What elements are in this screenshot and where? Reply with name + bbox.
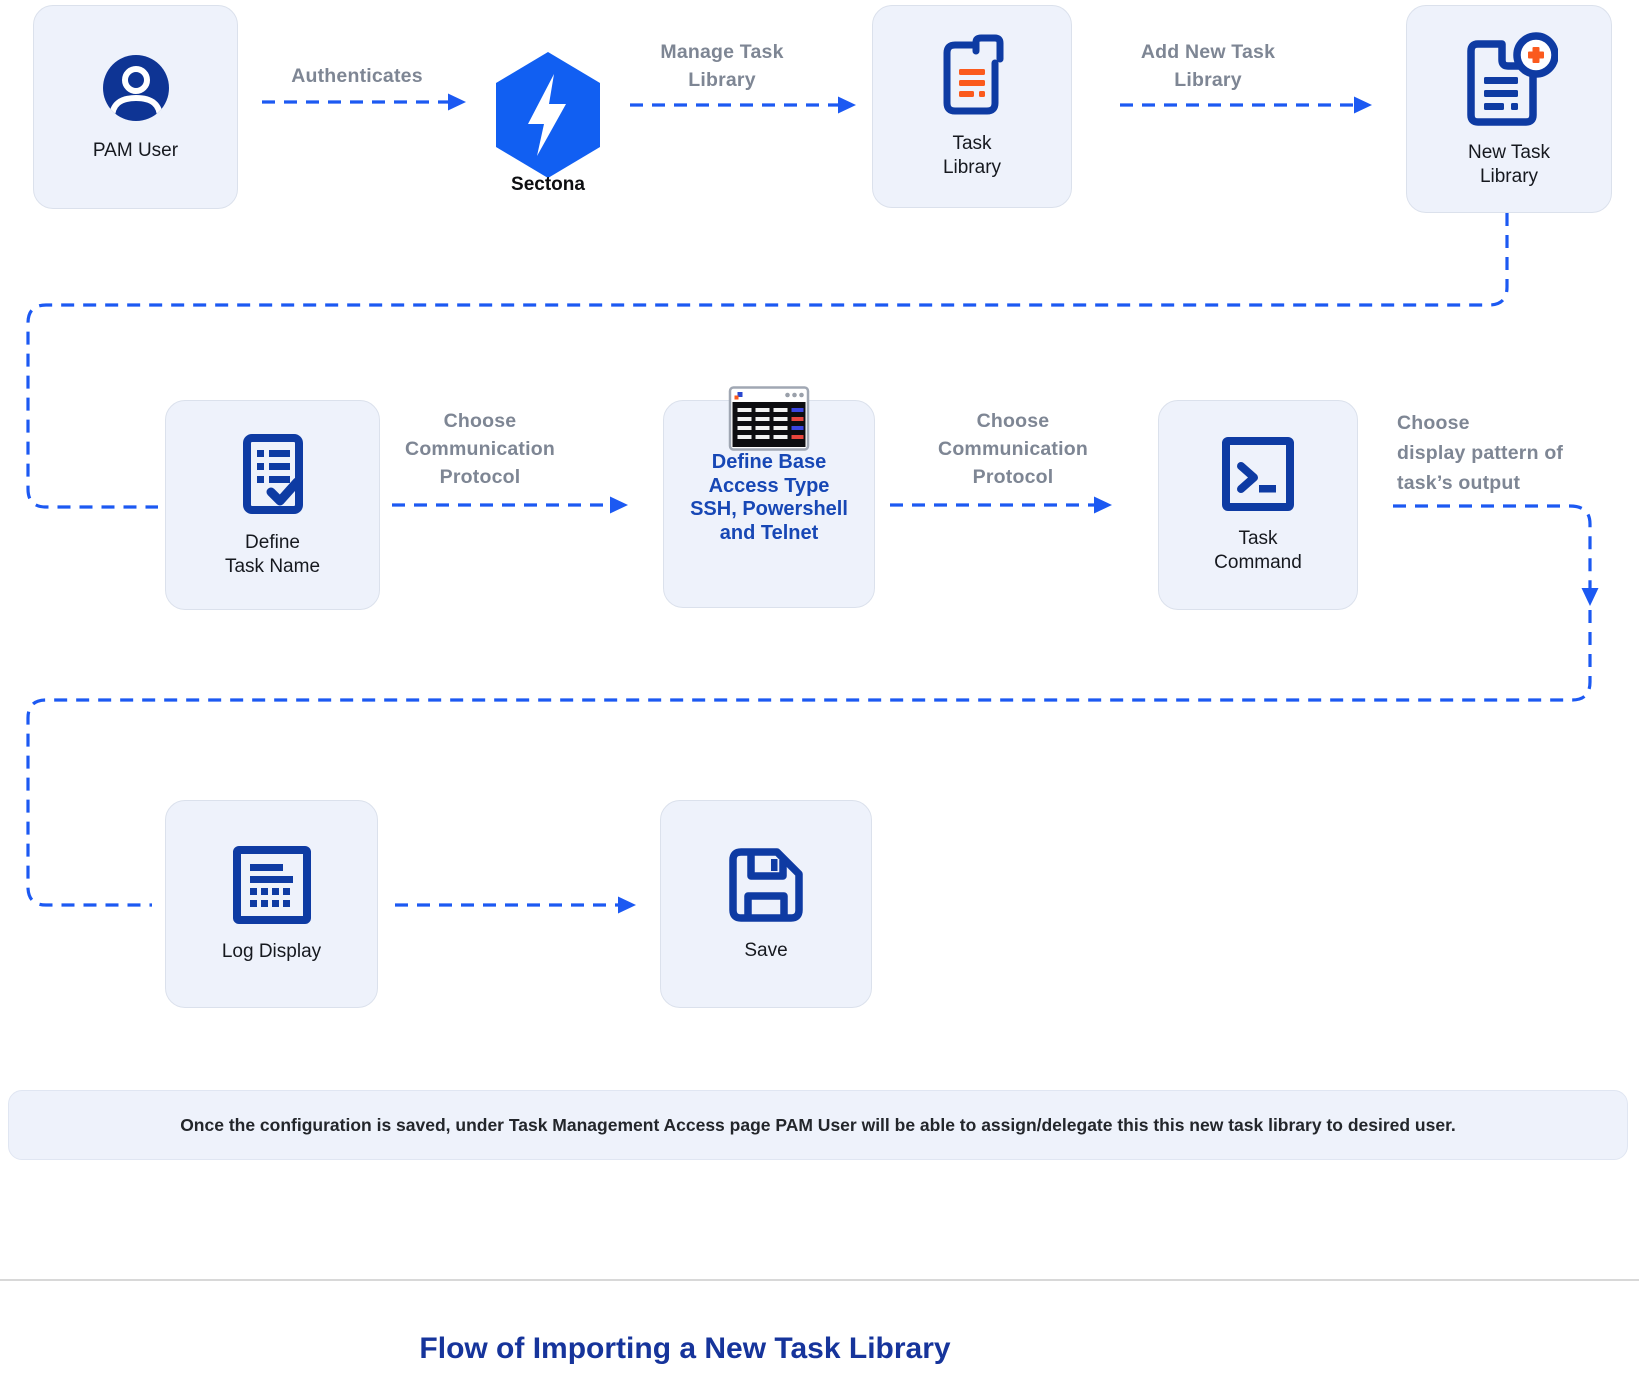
user-icon <box>102 54 169 121</box>
terminal-window-icon <box>728 386 810 451</box>
edge-label-add-new-task-library: Add New Task Library <box>1140 41 1276 91</box>
node-label: Define Base Access Type SSH, Powershell … <box>690 451 848 544</box>
note-banner: Once the configuration is saved, under T… <box>8 1090 1628 1160</box>
task-library-icon <box>943 34 1004 115</box>
edge-label-manage-task-library: Manage Task Library <box>660 41 784 91</box>
node-save: Save <box>660 800 872 1008</box>
terminal-prompt-icon <box>1222 436 1294 511</box>
edge-label-authenticates: Authenticates <box>291 65 423 87</box>
node-define-task-name: Define Task Name <box>165 400 380 610</box>
node-label: Task Command <box>1214 527 1302 573</box>
node-label: New Task Library <box>1467 141 1550 187</box>
edge-label-display-pattern: Choose display pattern of task’s output <box>1397 412 1564 494</box>
save-icon <box>729 847 803 922</box>
checklist-icon <box>242 433 303 514</box>
edge-label-choose-protocol-2: Choose Communication Protocol <box>938 410 1088 488</box>
sectona-label: Sectona <box>511 174 585 195</box>
node-label: Log Display <box>221 940 322 962</box>
note-text: Once the configuration is saved, under T… <box>180 1114 1456 1135</box>
divider-line <box>0 1279 1639 1281</box>
log-display-icon <box>232 845 311 924</box>
node-log-display: Log Display <box>165 800 378 1008</box>
new-task-library-icon <box>1467 31 1558 126</box>
sectona-logo-icon <box>496 52 600 178</box>
node-label: Task Library <box>942 133 1002 178</box>
node-pam-user: PAM User <box>33 5 238 209</box>
node-label: PAM User <box>92 139 179 161</box>
node-task-command: Task Command <box>1158 400 1358 610</box>
arrowheads <box>448 93 1599 914</box>
node-label: Define Task Name <box>224 531 321 577</box>
connector-display-pattern-down <box>1393 504 1592 588</box>
node-task-library: Task Library <box>872 5 1072 208</box>
page-title: Flow of Importing a New Task Library <box>419 1332 951 1365</box>
node-new-task-library: New Task Library <box>1406 5 1612 213</box>
node-label: Save <box>744 939 788 961</box>
edge-label-choose-protocol-1: Choose Communication Protocol <box>405 410 555 488</box>
node-base-access-type: Define Base Access Type SSH, Powershell … <box>663 386 875 608</box>
